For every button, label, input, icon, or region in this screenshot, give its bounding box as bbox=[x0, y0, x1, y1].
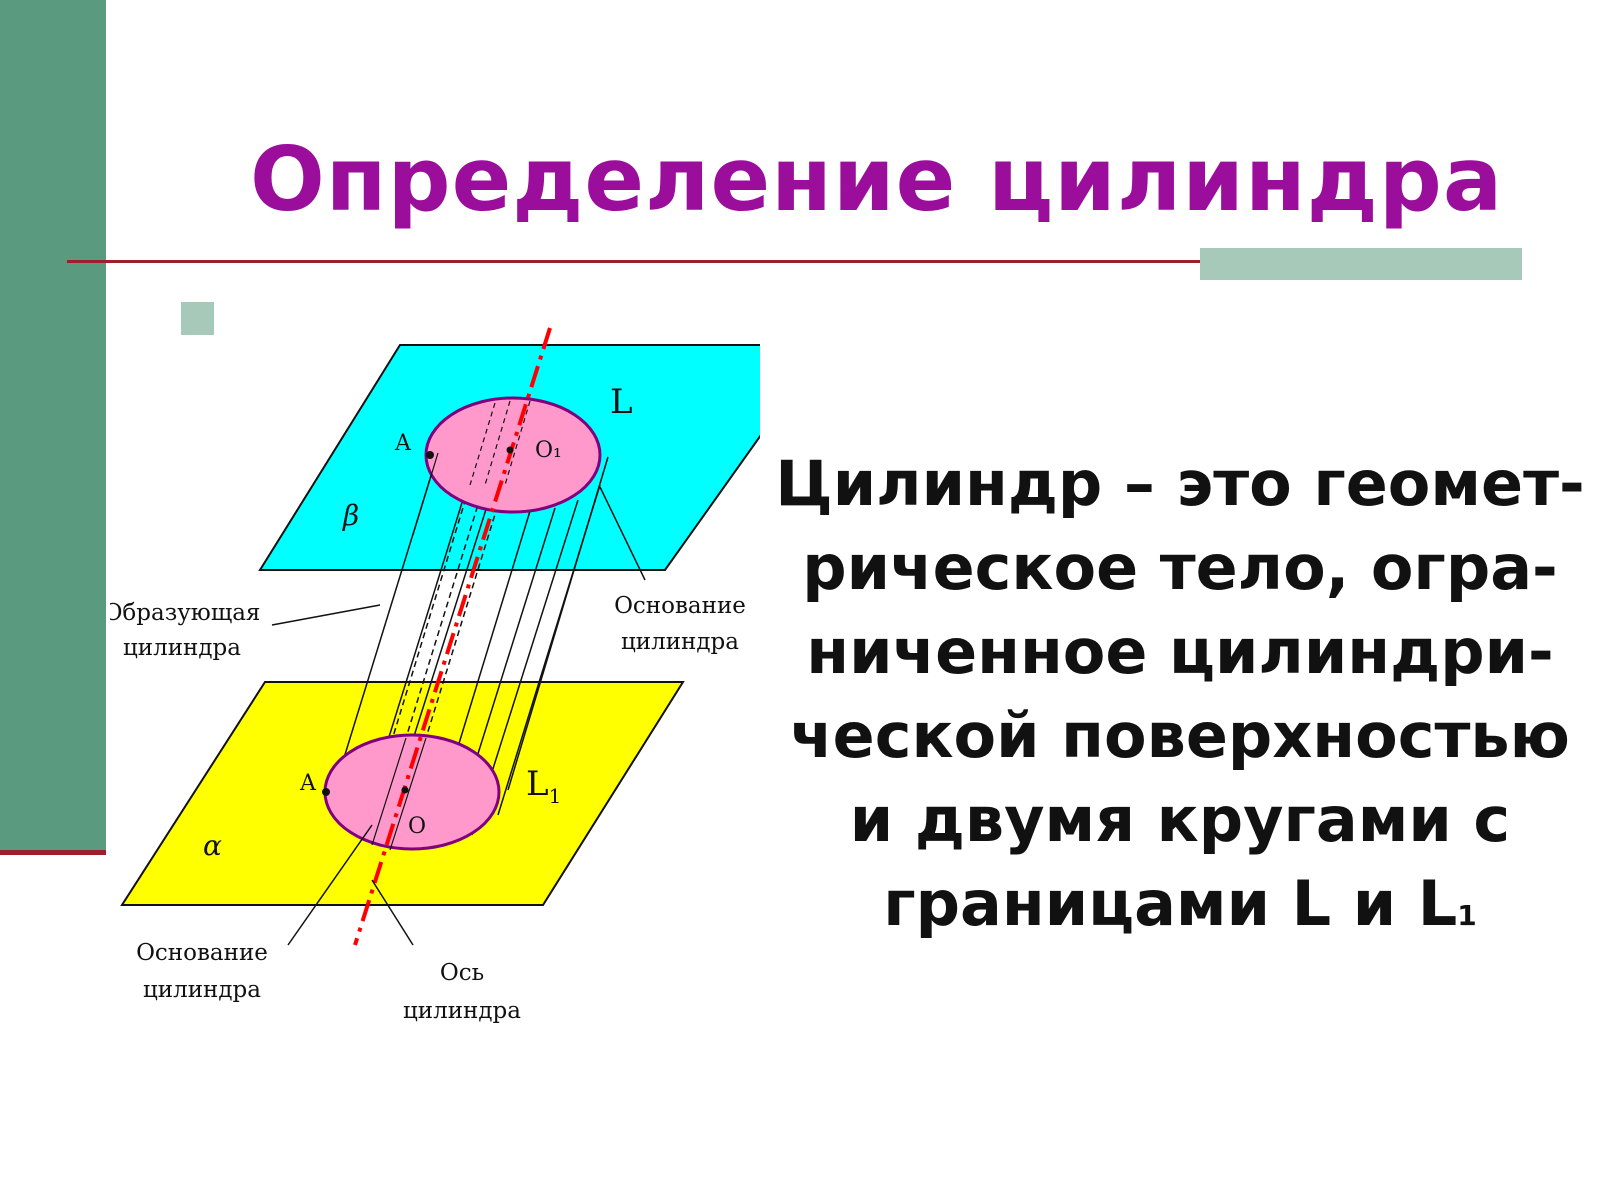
svg-text:Ось: Ось bbox=[440, 960, 484, 986]
leader-lines bbox=[271, 486, 646, 946]
top-plane-label: β bbox=[342, 499, 359, 532]
cylinder-diagram: L L1 β α A A O₁ O Образующая цилиндра Ос… bbox=[110, 327, 760, 1024]
bottom-circle-label: L1 bbox=[526, 764, 561, 808]
hidden-generatrix-over-base bbox=[469, 400, 531, 486]
top-base-circle bbox=[424, 396, 602, 514]
svg-text:Основание: Основание bbox=[136, 940, 268, 966]
title-rule-accent bbox=[1200, 248, 1522, 280]
svg-text:цилиндра: цилиндра bbox=[403, 998, 521, 1024]
hidden-generatrix-lines bbox=[391, 400, 531, 741]
slide-title: Определение цилиндра bbox=[250, 128, 1504, 231]
top-center-point bbox=[506, 446, 514, 454]
bottom-point-a bbox=[322, 788, 330, 796]
bottom-center-label: O bbox=[408, 814, 426, 839]
title-rule bbox=[67, 260, 1522, 263]
axis-label: Ось цилиндра bbox=[403, 960, 521, 1024]
bottom-plane-label: α bbox=[203, 829, 222, 862]
definition-line-6: границами L и L1 bbox=[770, 862, 1590, 958]
side-bar-underline bbox=[0, 850, 106, 855]
svg-text:цилиндра: цилиндра bbox=[143, 977, 261, 1003]
definition-line-2: рическое тело, огра- bbox=[802, 531, 1558, 604]
bottom-center-point bbox=[401, 786, 409, 794]
definition-line-5: и двумя кругами с bbox=[849, 783, 1511, 856]
svg-text:Основание: Основание bbox=[614, 593, 746, 619]
bottom-point-label: A bbox=[299, 771, 317, 796]
generatrix-label: Образующая цилиндра bbox=[110, 600, 260, 661]
bullet-square bbox=[181, 302, 214, 335]
top-point-a bbox=[426, 451, 434, 459]
generatrix-over-base bbox=[371, 452, 609, 851]
definition-line-6-main: границами L и L bbox=[883, 867, 1458, 940]
side-bar bbox=[0, 0, 106, 850]
bottom-base-label: Основание цилиндра bbox=[136, 940, 268, 1003]
definition-line-3: ниченное цилиндри- bbox=[806, 615, 1554, 688]
svg-text:Образующая: Образующая bbox=[110, 600, 260, 626]
top-circle-label: L bbox=[610, 382, 633, 422]
svg-text:цилиндра: цилиндра bbox=[621, 629, 739, 655]
definition-line-6-subscript: 1 bbox=[1457, 899, 1477, 932]
top-point-label: A bbox=[394, 431, 412, 456]
top-center-label: O₁ bbox=[535, 438, 562, 463]
definition-line-1: Цилиндр – это геомет- bbox=[775, 447, 1585, 520]
top-base-label: Основание цилиндра bbox=[614, 593, 746, 655]
definition-line-4: ческой поверхностью bbox=[790, 699, 1570, 772]
svg-text:цилиндра: цилиндра bbox=[123, 635, 241, 661]
cylinder-axis bbox=[353, 327, 552, 946]
definition-text: Цилиндр – это геомет- рическое тело, огр… bbox=[770, 442, 1590, 958]
